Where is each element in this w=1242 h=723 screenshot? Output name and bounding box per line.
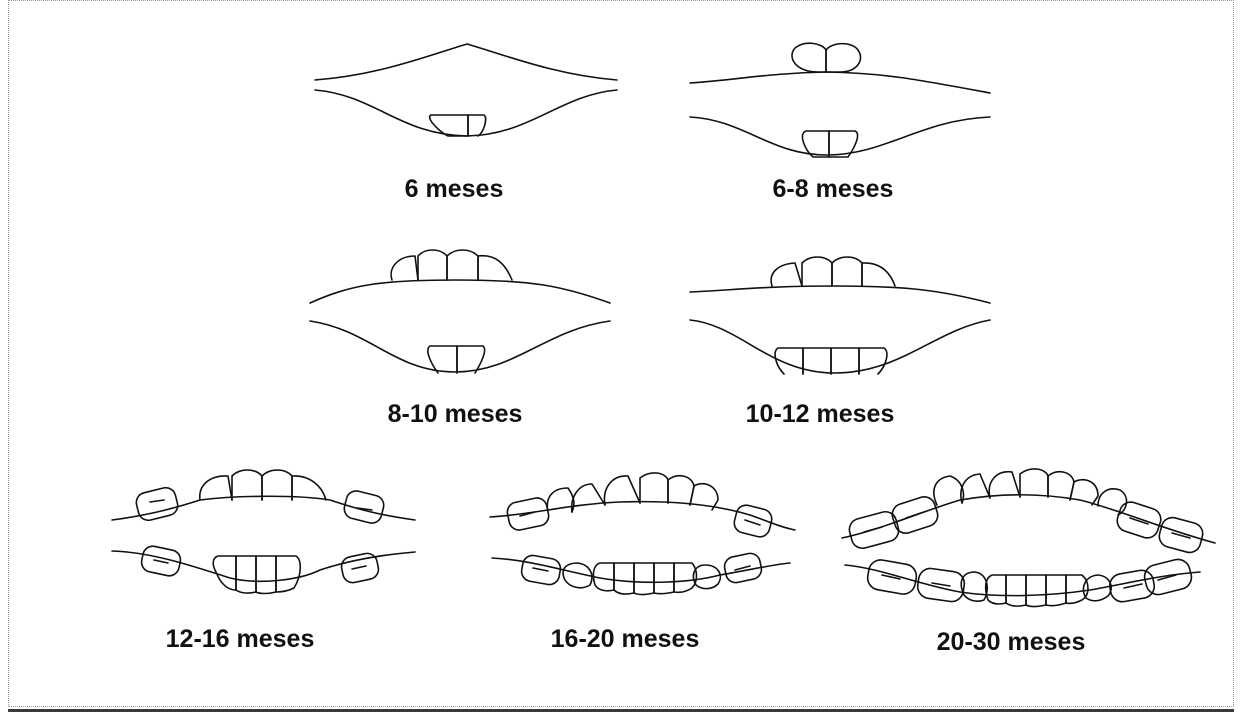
stage-6-8-meses: [690, 43, 990, 157]
upper-teeth: [134, 470, 386, 525]
stage-label: 8-10 meses: [388, 400, 523, 429]
stage-label: 12-16 meses: [166, 625, 315, 654]
upper-teeth: [771, 257, 895, 286]
stage-label: 6 meses: [405, 175, 504, 204]
upper-teeth: [847, 469, 1205, 555]
upper-lip: [310, 280, 610, 303]
stage-6-meses: [315, 44, 617, 136]
upper-teeth: [506, 473, 774, 539]
upper-teeth: [391, 250, 512, 280]
stage-label: 16-20 meses: [551, 625, 700, 654]
lower-teeth: [140, 544, 381, 593]
stage-label: 6-8 meses: [773, 175, 894, 204]
lower-lip: [690, 117, 990, 155]
lower-lip: [315, 90, 617, 136]
stage-8-10-meses: [310, 250, 610, 373]
lower-lip: [690, 320, 990, 373]
lower-teeth: [775, 348, 887, 374]
upper-lip: [690, 286, 990, 303]
lower-teeth: [428, 346, 485, 373]
lower-arch: [492, 558, 790, 582]
stage-20-30-meses: [842, 469, 1215, 607]
stage-label: 10-12 meses: [746, 400, 895, 429]
stage-label: 20-30 meses: [937, 628, 1086, 657]
stage-16-20-meses: [490, 473, 795, 595]
stage-10-12-meses: [690, 257, 990, 374]
lower-teeth: [866, 557, 1194, 607]
upper-lip: [690, 72, 990, 93]
upper-lip: [315, 44, 617, 80]
upper-arch: [112, 496, 415, 520]
stage-12-16-meses: [112, 470, 415, 594]
upper-teeth: [792, 43, 861, 72]
